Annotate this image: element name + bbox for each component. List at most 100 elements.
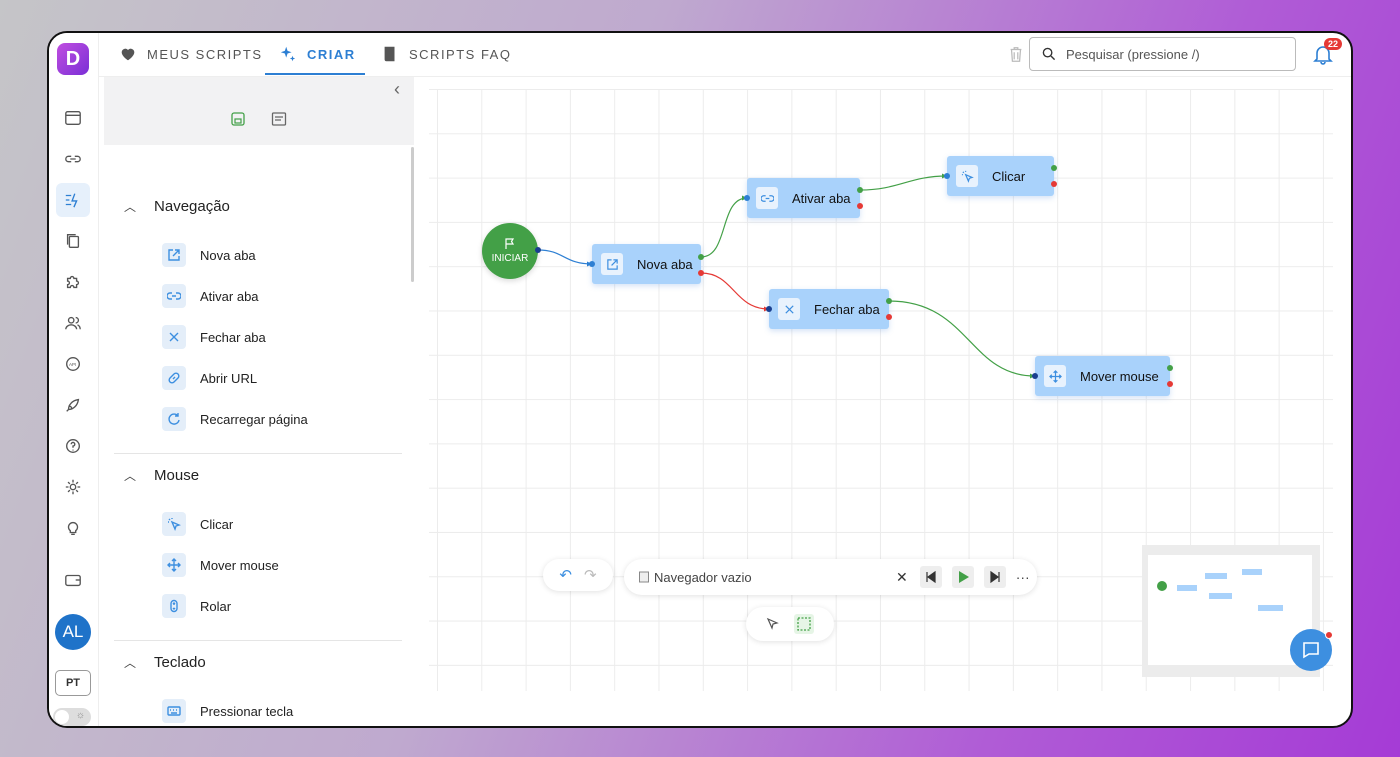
link-icon (756, 187, 778, 209)
language-selector[interactable]: PT (55, 670, 91, 696)
active-tab-indicator (265, 73, 365, 75)
create-flow-icon[interactable] (56, 183, 90, 217)
section-divider (114, 640, 402, 641)
save-icon[interactable] (230, 111, 246, 127)
success-port[interactable] (857, 187, 863, 193)
collapse-panel-icon[interactable]: ‹ (394, 79, 400, 99)
move-arrows-icon (162, 553, 186, 577)
section-title: Navegação (154, 198, 230, 215)
lightbulb-icon[interactable] (56, 511, 90, 545)
toggle-knob (55, 710, 69, 724)
minimap-start (1157, 581, 1167, 591)
node-mover-mouse[interactable]: Mover mouse (1035, 356, 1170, 396)
action-fechar-aba[interactable]: Fechar aba (162, 325, 266, 349)
error-port[interactable] (698, 270, 704, 276)
minimap[interactable] (1142, 545, 1320, 677)
player-toolbar: Navegador vazio ✕ ··· (624, 559, 1037, 595)
panel-header: ‹ (104, 77, 414, 145)
link-icon (162, 284, 186, 308)
section-teclado[interactable]: ︿ Teclado (124, 654, 206, 671)
pointer-icon[interactable] (766, 617, 780, 631)
clear-icon[interactable]: ✕ (896, 568, 908, 585)
input-port[interactable] (766, 306, 772, 312)
action-pressionar-tecla[interactable]: Pressionar tecla (162, 699, 293, 723)
gear-icon[interactable] (56, 470, 90, 504)
redo-icon[interactable]: ↷ (584, 567, 597, 584)
action-ativar-aba[interactable]: Ativar aba (162, 284, 259, 308)
action-abrir-url[interactable]: Abrir URL (162, 366, 257, 390)
input-port[interactable] (744, 195, 750, 201)
help-icon[interactable] (56, 429, 90, 463)
panel-scrollbar[interactable] (411, 147, 414, 282)
section-mouse[interactable]: ︿ Mouse (124, 467, 199, 484)
error-port[interactable] (1167, 381, 1173, 387)
play-icon[interactable] (951, 566, 974, 588)
item-label: Mover mouse (200, 557, 279, 573)
error-port[interactable] (1051, 181, 1057, 187)
tab-scripts-faq[interactable]: SCRIPTS FAQ (381, 33, 511, 75)
action-nova-aba[interactable]: Nova aba (162, 243, 256, 267)
search-input[interactable] (1066, 46, 1276, 62)
minimap-node (1242, 569, 1262, 575)
error-port[interactable] (886, 314, 892, 320)
node-label: Ativar aba (792, 190, 851, 206)
tab-criar[interactable]: CRIAR (279, 33, 356, 75)
error-port[interactable] (857, 203, 863, 209)
input-port[interactable] (589, 261, 595, 267)
node-fechar-aba[interactable]: Fechar aba (769, 289, 889, 329)
skip-back-icon[interactable] (919, 566, 942, 588)
item-label: Pressionar tecla (200, 703, 294, 719)
item-label: Recarregar página (200, 411, 308, 427)
input-port[interactable] (944, 173, 950, 179)
tab-label: CRIAR (307, 46, 356, 62)
selection-icon[interactable] (794, 614, 814, 634)
notes-icon[interactable] (271, 111, 287, 127)
action-rolar[interactable]: Rolar (162, 594, 231, 618)
input-port[interactable] (1032, 373, 1038, 379)
tab-meus-scripts[interactable]: MEUS SCRIPTS (119, 33, 263, 75)
node-clicar[interactable]: Clicar (947, 156, 1054, 196)
search-box[interactable] (1029, 37, 1296, 71)
action-recarregar-pagina[interactable]: Recarregar página (162, 407, 308, 431)
trash-icon[interactable] (1007, 45, 1025, 63)
link-icon[interactable] (56, 142, 90, 176)
start-output-port[interactable] (535, 247, 541, 253)
node-nova-aba[interactable]: Nova aba (592, 244, 701, 284)
success-port[interactable] (1167, 365, 1173, 371)
minimap-node (1209, 593, 1232, 599)
start-node[interactable]: INICIAR (482, 223, 538, 279)
puzzle-icon[interactable] (56, 265, 90, 299)
node-label: Clicar (992, 168, 1026, 184)
more-icon[interactable]: ··· (1015, 569, 1030, 585)
theme-toggle[interactable]: ☼ (53, 708, 91, 726)
item-label: Ativar aba (200, 288, 259, 304)
notification-badge: 22 (1324, 38, 1343, 50)
browser-icon[interactable] (56, 101, 90, 135)
action-mover-mouse[interactable]: Mover mouse (162, 553, 279, 577)
api-icon[interactable]: API (56, 347, 90, 381)
tab-label: MEUS SCRIPTS (147, 46, 263, 62)
skip-forward-icon[interactable] (983, 566, 1006, 588)
user-avatar[interactable]: AL (55, 614, 91, 650)
action-clicar[interactable]: Clicar (162, 512, 233, 536)
copy-icon[interactable] (56, 224, 90, 258)
success-port[interactable] (886, 298, 892, 304)
scroll-mouse-icon (162, 594, 186, 618)
node-ativar-aba[interactable]: Ativar aba (747, 178, 860, 218)
success-port[interactable] (698, 254, 704, 260)
section-navegacao[interactable]: ︿ Navegação (124, 198, 230, 215)
external-link-icon (162, 243, 186, 267)
wallet-icon[interactable] (56, 563, 90, 597)
item-label: Nova aba (200, 247, 256, 263)
app-logo[interactable]: D (57, 43, 89, 75)
undo-icon[interactable]: ↶ (559, 567, 572, 584)
chain-link-icon (162, 366, 186, 390)
node-label: Fechar aba (814, 301, 880, 317)
close-icon (162, 325, 186, 349)
users-icon[interactable] (56, 306, 90, 340)
heart-icon (121, 48, 135, 61)
reload-icon (162, 407, 186, 431)
rocket-icon[interactable] (56, 388, 90, 422)
tab-label: SCRIPTS FAQ (409, 46, 512, 62)
success-port[interactable] (1051, 165, 1057, 171)
